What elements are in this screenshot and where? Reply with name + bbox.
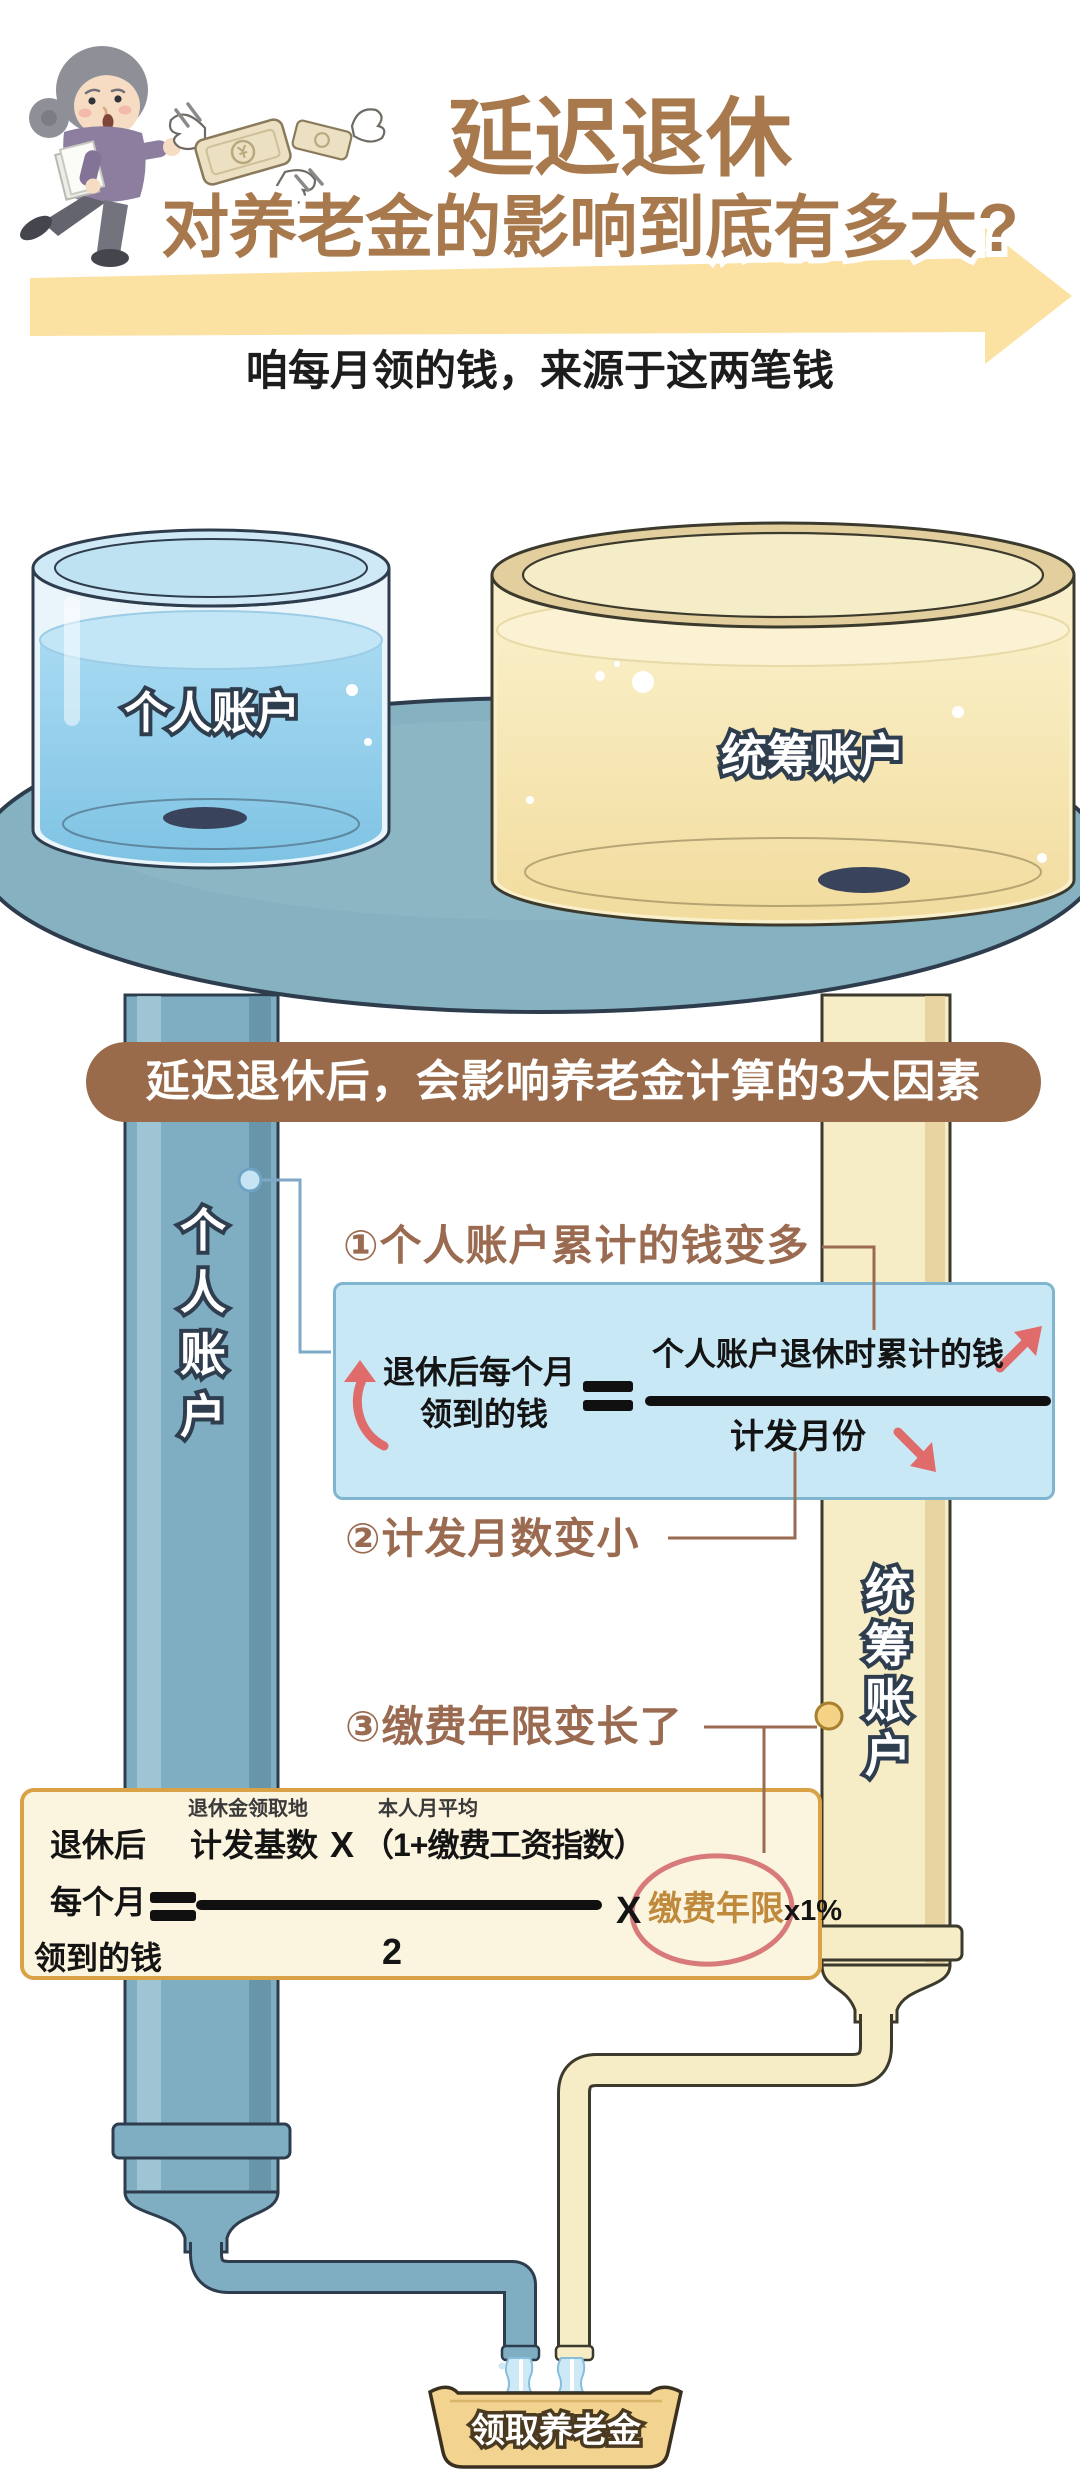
formula2-times: X <box>616 1890 642 1932</box>
page-title-line2: 对养老金的影响到底有多大? 对养老金的影响到底有多大? <box>155 188 1025 268</box>
formula1-equals-sign <box>583 1381 633 1411</box>
banner-title: 延迟退休后，会影响养老金计算的3大因素 <box>145 1057 982 1106</box>
personal-tank-drain-hole <box>163 807 247 829</box>
formula2-numerator-base: 计发基数 <box>190 1827 319 1863</box>
factor3-heading: ③缴费年限变长了 <box>345 1703 683 1750</box>
header-arrow-icon <box>30 228 1072 364</box>
pooled-pipe-label: 统筹账户 统筹账户 <box>855 1562 915 1790</box>
formula2-note-left: 退休金领取地 <box>188 1798 308 1820</box>
formula2-left-line3: 领到的钱 <box>34 1940 163 1976</box>
formula2-fraction-bar <box>196 1900 602 1910</box>
factor1-heading: ①个人账户累计的钱变多 <box>343 1222 810 1269</box>
formula2-note-right: 本人月平均 <box>378 1798 478 1820</box>
subtitle: 咱每月领的钱，来源于这两笔钱 <box>245 347 834 394</box>
page-title-line1: 延迟退休 延迟退休 <box>442 90 798 188</box>
formula1-left-line1: 退休后每个月 <box>383 1354 576 1390</box>
formula2-highlighted-term: 缴费年限 <box>648 1890 784 1928</box>
personal-account-tank <box>31 528 391 870</box>
formula2-numerator-factor: （1+缴费工资指数） <box>362 1827 645 1863</box>
formula1-box <box>333 1282 1055 1500</box>
basin-label: 领取养老金 领取养老金 <box>468 2411 645 2452</box>
pooled-tank-drain-hole <box>818 867 910 893</box>
personal-tank-label: 个人账户 个人账户 <box>120 688 304 740</box>
pension-basin <box>428 2385 683 2469</box>
elderly-woman-illustration <box>20 46 181 267</box>
formula2-denominator: 2 <box>382 1931 403 1972</box>
formula2-left-line1: 退休后 <box>50 1827 147 1863</box>
factor2-heading: ②计发月数变小 <box>345 1515 640 1562</box>
formula2-equals-sign <box>150 1892 196 1921</box>
personal-pipe-label: 个人账户 个人账户 <box>170 1202 230 1458</box>
formula2-suffix: x1% <box>784 1895 843 1927</box>
formula1-fraction-bar <box>645 1396 1051 1406</box>
formula2-numerator-times: X <box>330 1824 355 1865</box>
personal-account-pipe <box>111 993 541 2362</box>
formula1-denominator: 计发月份 <box>730 1418 866 1456</box>
flying-money-icon <box>168 102 386 205</box>
banner-background <box>86 1042 1041 1122</box>
formula1-left-line2: 领到的钱 <box>420 1396 549 1432</box>
pooled-tank-label: 统筹账户 统筹账户 <box>717 729 909 783</box>
formula1-numerator: 个人账户退休时累计的钱 <box>652 1336 1005 1372</box>
water-streams <box>498 2357 586 2393</box>
formula2-left-line2: 每个月 <box>50 1884 147 1920</box>
pooled-account-tank <box>490 521 1076 927</box>
